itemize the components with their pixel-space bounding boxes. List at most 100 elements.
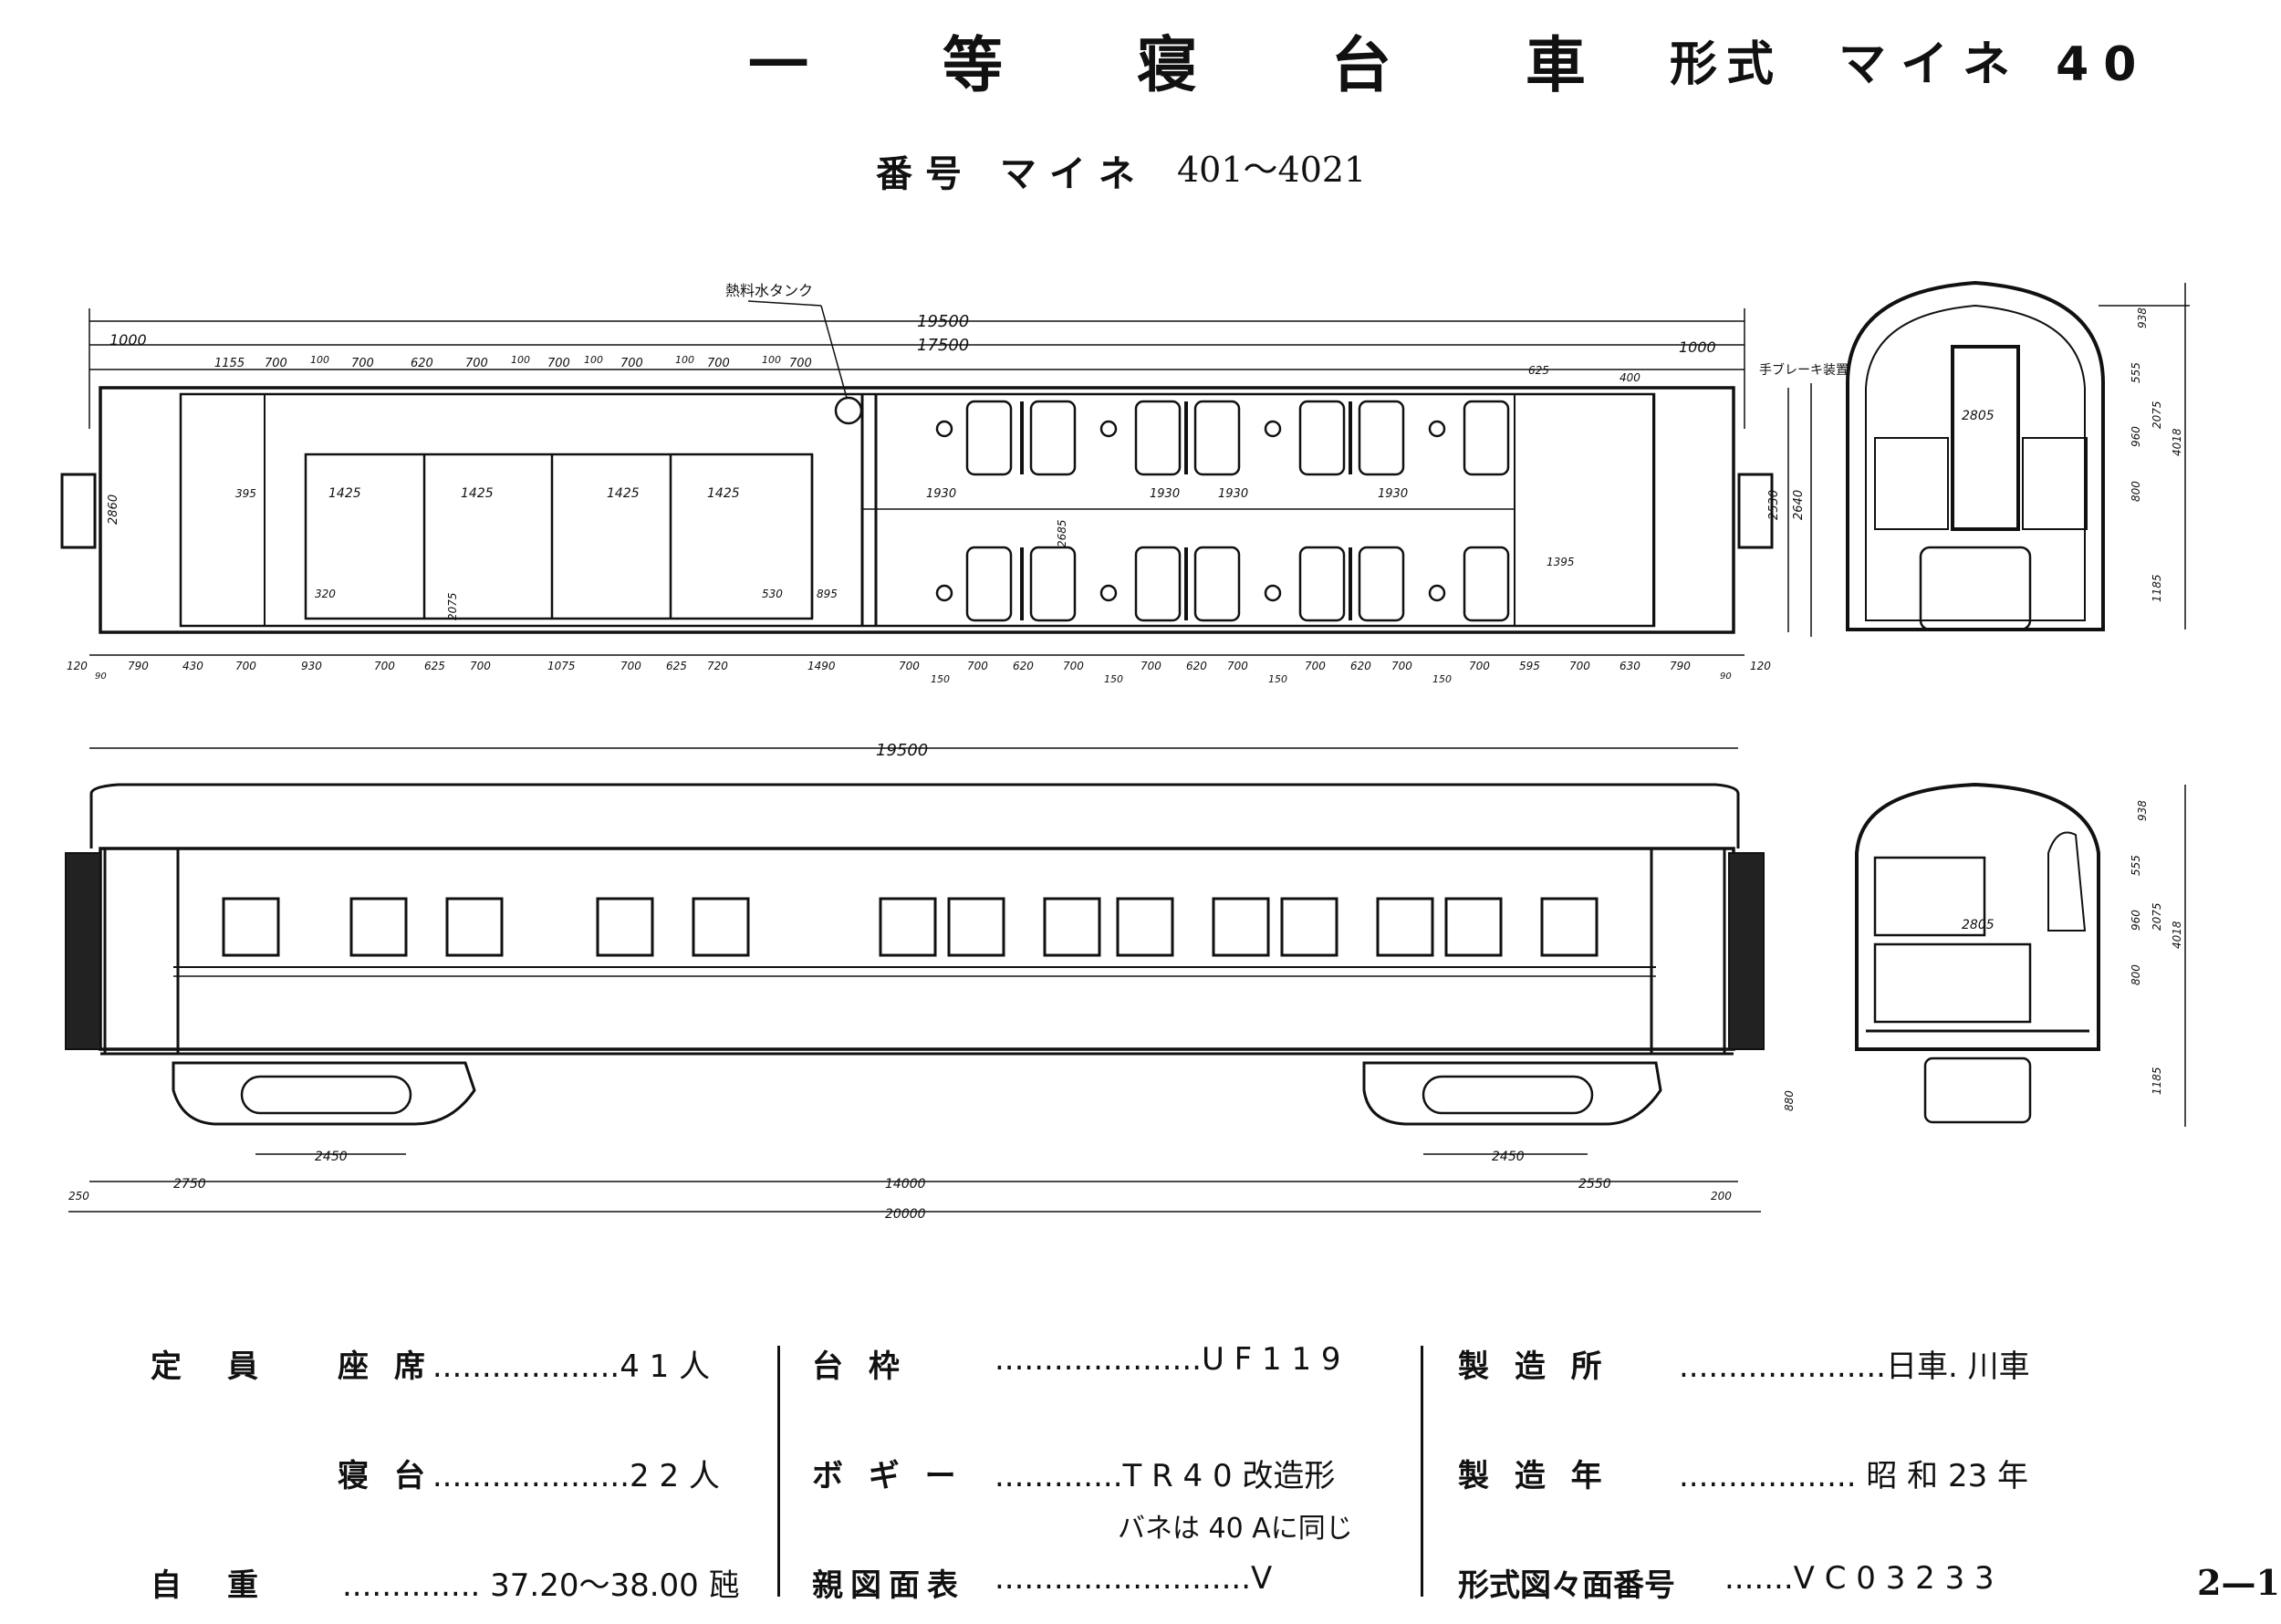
left-end-dim: 2750 bbox=[173, 1177, 206, 1192]
top-dim: 100 bbox=[762, 354, 781, 366]
bottom-dim: 700 bbox=[1140, 660, 1161, 672]
top-dim: 700 bbox=[465, 357, 488, 370]
total-length-dim: 20000 bbox=[885, 1207, 926, 1222]
detail-dim: 395 bbox=[235, 487, 256, 500]
top-dim: 100 bbox=[511, 354, 530, 366]
spec-year: .................. 昭 和 23 年 bbox=[1679, 1458, 2029, 1494]
type-label: 形式 bbox=[1670, 37, 1784, 92]
spec-bogie-note: バネは 40 Aに同じ bbox=[1118, 1513, 1353, 1545]
top-dim: 100 bbox=[675, 354, 694, 366]
top-dim: 620 bbox=[411, 357, 433, 370]
left-offset-dim: 250 bbox=[68, 1190, 89, 1202]
top-dim: 1155 bbox=[214, 357, 245, 370]
top-dim: 700 bbox=[351, 357, 374, 370]
berth-dim: 1930 bbox=[1150, 487, 1180, 501]
plan-end-offset-right: 1000 bbox=[1679, 338, 1716, 356]
bottom-dim: 620 bbox=[1013, 660, 1034, 672]
number-range: 401～4021 bbox=[1177, 150, 1367, 190]
section-top-width: 2805 bbox=[1962, 409, 1995, 423]
column-divider bbox=[1421, 1346, 1423, 1597]
bottom-dim: 625 bbox=[666, 660, 687, 672]
bottom-dim: 790 bbox=[128, 660, 149, 672]
spec-maker: .....................日車. 川車 bbox=[1679, 1348, 2030, 1385]
top-dim: 700 bbox=[789, 357, 812, 370]
bottom-dim: 120 bbox=[67, 660, 88, 672]
bottom-dim: 700 bbox=[1569, 660, 1590, 672]
spec-weight: .............. 37.20～38.00 瓲 bbox=[342, 1567, 740, 1604]
truck-center-dim: 14000 bbox=[885, 1177, 926, 1192]
plan-view: 19500 17500 1000 1000 熱料水タンク 手ブレーキ装置 115… bbox=[60, 282, 1849, 685]
spec-drawing-number: .......V C 0 3 2 3 3 bbox=[1724, 1560, 1995, 1597]
berth-dim: 1930 bbox=[1378, 487, 1408, 501]
spec-drawing: ..........................V bbox=[995, 1560, 1273, 1597]
spec-seats: 座 席...................4 1 人 bbox=[338, 1348, 711, 1385]
section-dim: 800 bbox=[2130, 964, 2142, 985]
plan-overall-length: 19500 bbox=[917, 312, 969, 331]
detail-dim: 2685 bbox=[1056, 519, 1068, 547]
section-dim: 938 bbox=[2136, 307, 2149, 328]
spec-drawing-label: 親図面表 bbox=[812, 1567, 965, 1604]
spec-underframe: .....................U F 1 1 9 bbox=[995, 1341, 1341, 1378]
detail-dim: 2075 bbox=[446, 592, 459, 620]
plan-end-offset-left: 1000 bbox=[109, 331, 147, 349]
room-width: 1425 bbox=[328, 486, 361, 501]
width-dim: 2640 bbox=[1792, 490, 1806, 520]
berth-dim: 1930 bbox=[926, 487, 956, 501]
top-dim: 700 bbox=[620, 357, 643, 370]
spec-weight-label: 自 重 bbox=[151, 1567, 266, 1604]
car-drawing: 19500 17500 1000 1000 熱料水タンク 手ブレーキ装置 115… bbox=[60, 280, 2190, 1222]
section-dim: 2075 bbox=[2151, 902, 2163, 931]
section-dim: 2075 bbox=[2151, 401, 2163, 429]
section-dim: 555 bbox=[2130, 855, 2142, 876]
detail-dim: 895 bbox=[817, 588, 838, 600]
bottom-dim: 620 bbox=[1350, 660, 1371, 672]
spec-bogie-label: ボ ギ ー bbox=[812, 1458, 963, 1494]
bottom-dim: 90 bbox=[1720, 671, 1732, 682]
detail-dim: 1395 bbox=[1547, 556, 1575, 568]
spec-berths: 寝 台....................2 2 人 bbox=[338, 1458, 720, 1494]
section-dim: 960 bbox=[2130, 910, 2142, 931]
spec-maker-label: 製 造 所 bbox=[1458, 1348, 1609, 1385]
section-dim: 555 bbox=[2130, 362, 2142, 383]
bottom-dim: 90 bbox=[95, 671, 107, 682]
tank-annotation: 熱料水タンク bbox=[725, 282, 813, 299]
side-overall-length: 19500 bbox=[876, 741, 928, 760]
bottom-dim: 720 bbox=[707, 660, 728, 672]
berth-dim: 1930 bbox=[1218, 487, 1248, 501]
section-dim: 4018 bbox=[2171, 428, 2183, 456]
width-dim: 2860 bbox=[107, 494, 120, 525]
cross-section-top: 2805 938 555 960 800 2075 1185 4018 bbox=[1846, 280, 2190, 631]
bottom-dim: 630 bbox=[1620, 660, 1640, 672]
top-dim: 700 bbox=[547, 357, 570, 370]
page-number: 2—1 bbox=[2197, 1562, 2280, 1603]
bottom-dim: 700 bbox=[235, 660, 256, 672]
detail-dim: 320 bbox=[315, 588, 336, 600]
width-dim: 2530 bbox=[1767, 490, 1781, 520]
side-view: 19500 bbox=[65, 741, 1796, 1222]
column-divider bbox=[777, 1346, 780, 1597]
right-end-dim: 2550 bbox=[1578, 1177, 1611, 1192]
bottom-dim: 150 bbox=[931, 673, 950, 685]
page-title: 一 等 寝 台 車 bbox=[748, 30, 1642, 100]
spec-underframe-label: 台 枠 bbox=[812, 1348, 907, 1385]
bottom-dim: 930 bbox=[301, 660, 322, 672]
wheelbase-left: 2450 bbox=[315, 1150, 348, 1164]
room-width: 1425 bbox=[607, 486, 640, 501]
plan-inner-length: 17500 bbox=[917, 336, 969, 355]
bottom-dim: 700 bbox=[1227, 660, 1248, 672]
bottom-dim: 790 bbox=[1670, 660, 1691, 672]
bottom-dim: 700 bbox=[620, 660, 641, 672]
bottom-dim: 1490 bbox=[807, 660, 836, 672]
section-dim: 4018 bbox=[2171, 921, 2183, 949]
section-dim: 1185 bbox=[2151, 574, 2163, 602]
type-value: マイネ 40 bbox=[1838, 37, 2151, 92]
right-offset-dim: 200 bbox=[1711, 1190, 1732, 1202]
bottom-dim: 700 bbox=[1063, 660, 1084, 672]
bottom-dim: 595 bbox=[1519, 660, 1540, 672]
bottom-dim: 120 bbox=[1750, 660, 1771, 672]
bottom-dim: 700 bbox=[1391, 660, 1412, 672]
section-dim: 960 bbox=[2130, 426, 2142, 447]
number-label: 番号 マイネ bbox=[876, 153, 1148, 195]
spec-year-label: 製 造 年 bbox=[1458, 1458, 1609, 1494]
bottom-dim: 700 bbox=[899, 660, 920, 672]
